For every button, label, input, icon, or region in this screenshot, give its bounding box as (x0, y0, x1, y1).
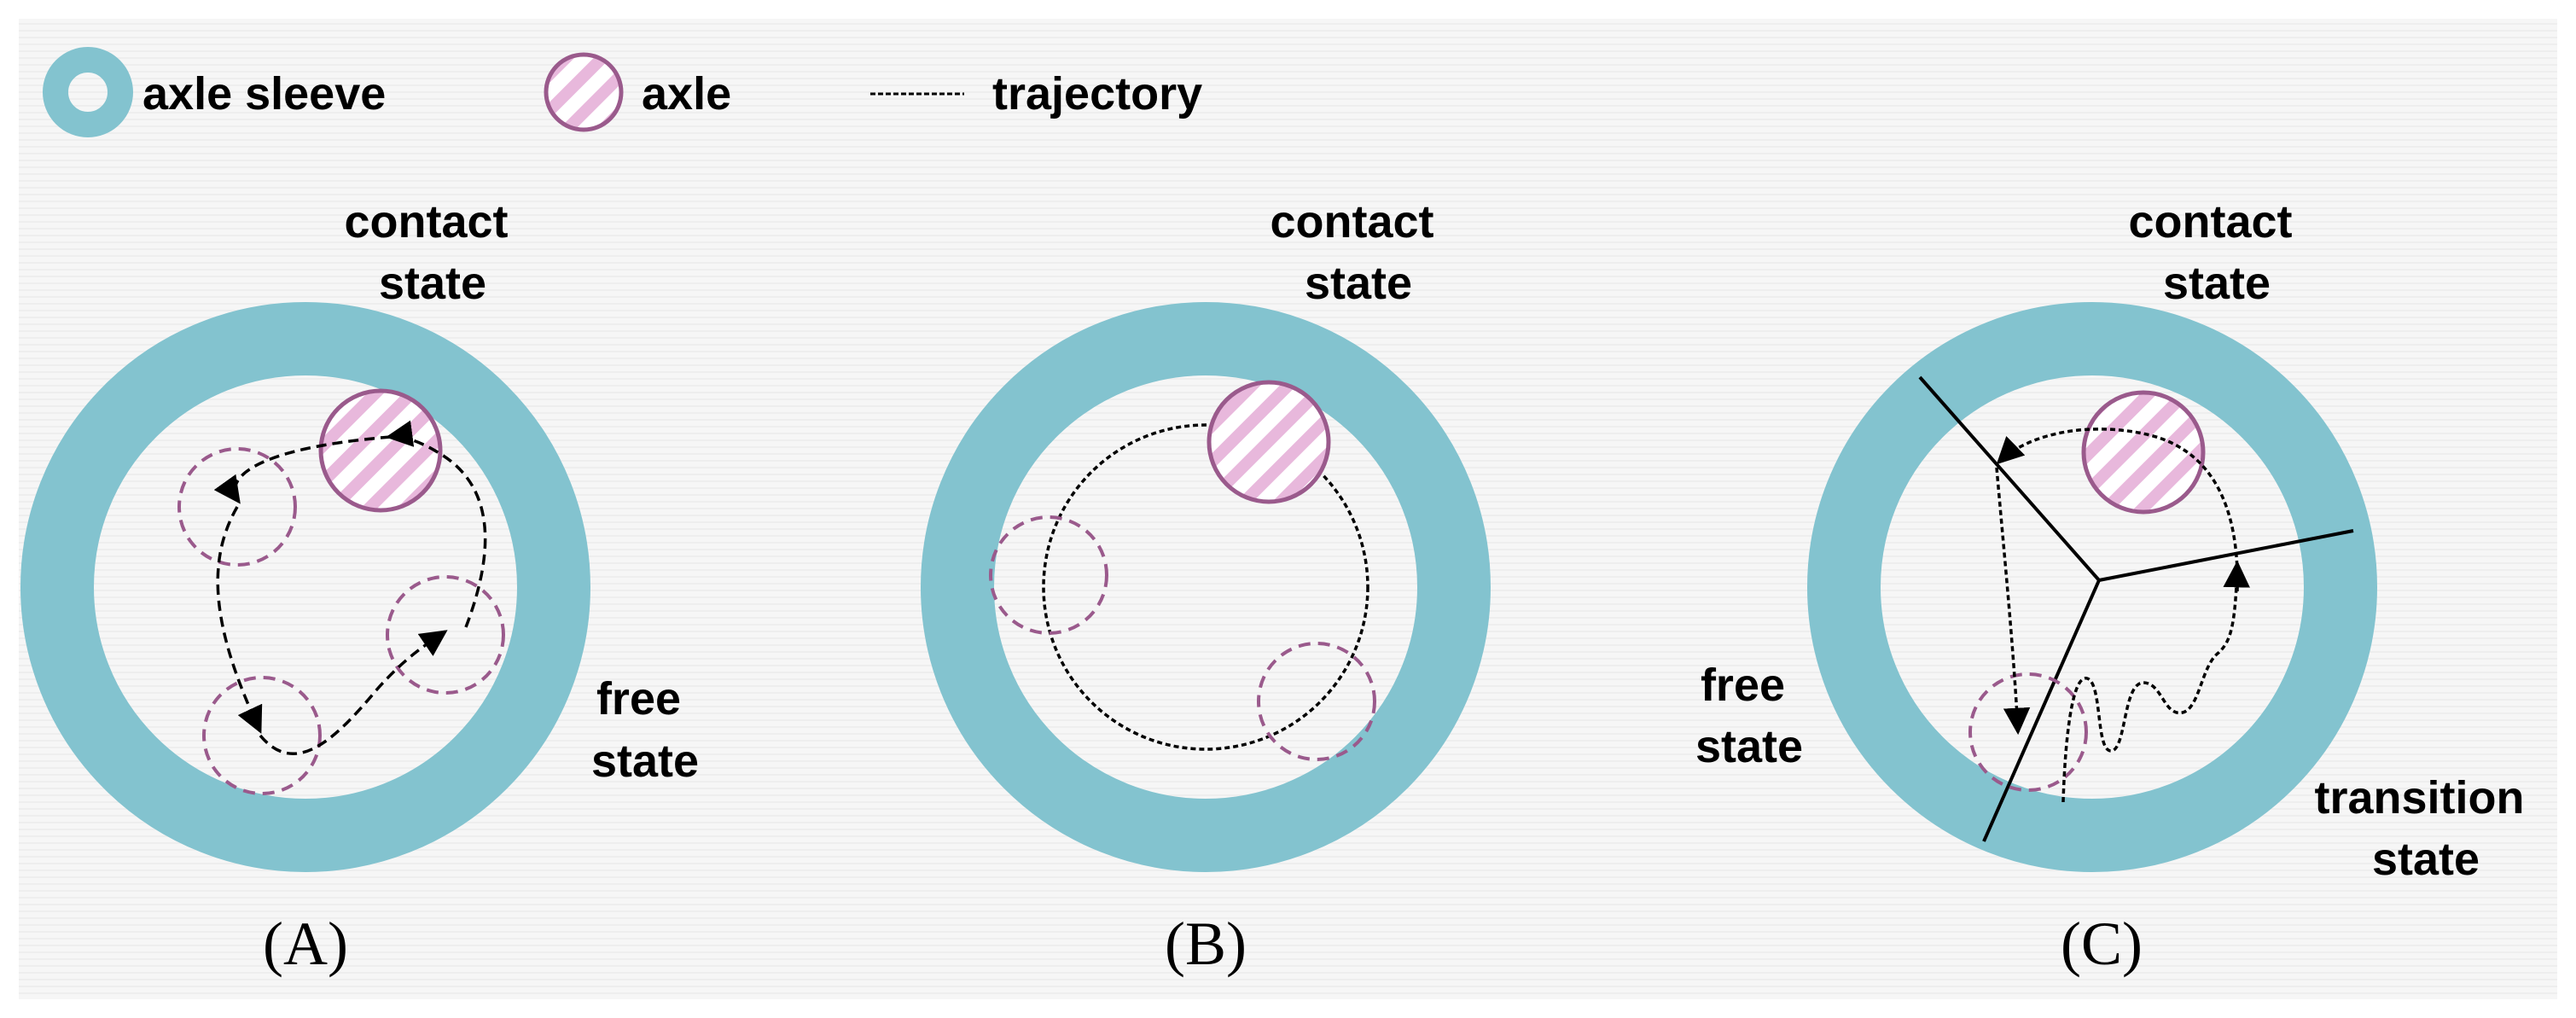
contact-state-label: contact state (2128, 196, 2305, 309)
contact-state-label: contact state (344, 196, 520, 309)
free-state-label: free state (1695, 660, 1803, 772)
trajectory-path (213, 435, 392, 504)
axle-contact-position (2081, 390, 2206, 515)
region-divider (1918, 375, 2101, 582)
legend-sleeve-label: axle sleeve (142, 68, 386, 119)
axle-contact-position (318, 388, 443, 513)
axle-free-position (177, 447, 297, 567)
panel-b: contact state (B) (921, 196, 1491, 978)
legend-axle-icon (544, 52, 624, 132)
region-divider (1982, 579, 2101, 842)
trajectory-path (216, 506, 263, 734)
trajectory-circle (1042, 423, 1369, 751)
panel-caption: (C) (2061, 910, 2143, 978)
axle-sleeve (921, 302, 1491, 872)
axle-free-position (989, 515, 1108, 635)
axle-free-position (202, 676, 322, 795)
transition-path (2061, 560, 2250, 803)
region-divider (2098, 529, 2354, 582)
axle-contact-position (1207, 380, 1331, 504)
trajectory-path (385, 420, 487, 628)
free-state-label: free state (591, 673, 699, 787)
transition-state-label: transition state (2314, 772, 2537, 885)
legend-trajectory-label: trajectory (992, 68, 1202, 119)
axle-sleeve (1807, 302, 2377, 872)
trajectory-path (1995, 467, 2031, 736)
legend-sleeve-icon (43, 47, 133, 137)
axle-free-position (1968, 672, 2088, 792)
axle-free-position (386, 575, 505, 695)
legend: axle sleeve axle trajectory (43, 47, 1202, 137)
panel-a: contact state free state (A) (20, 196, 699, 978)
panel-caption: (A) (263, 910, 348, 978)
legend-axle-label: axle (642, 68, 731, 119)
panel-caption: (B) (1165, 910, 1247, 978)
panel-c: contact state free state transition stat… (1695, 196, 2537, 978)
axle-free-position (1257, 642, 1376, 761)
axle-sleeve (20, 302, 590, 872)
trajectory-path (259, 630, 448, 755)
contact-state-label: contact state (1270, 196, 1446, 309)
